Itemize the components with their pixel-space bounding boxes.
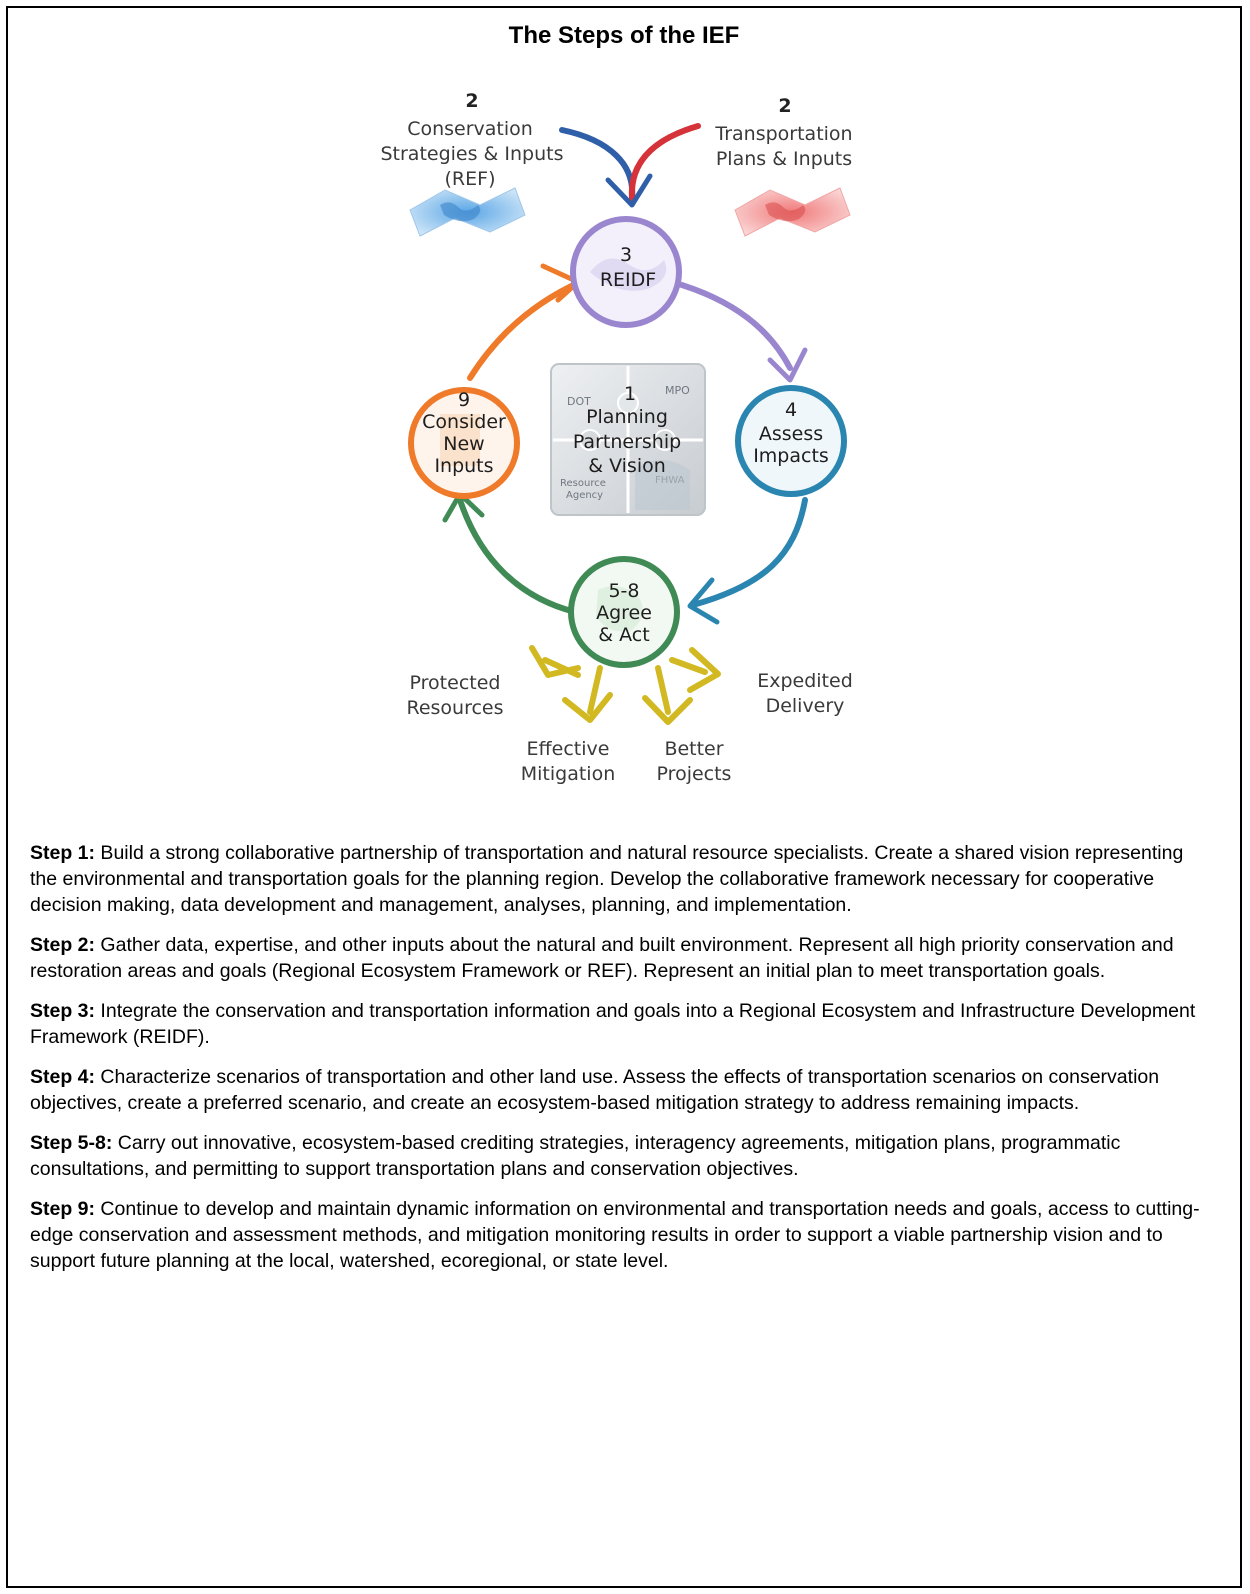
agree-label-line1: Agree [596, 602, 652, 624]
expedited-arrow [669, 657, 708, 675]
protected-arrowhead [529, 645, 581, 678]
center-mpo-label: MPO [665, 384, 690, 397]
transportation-map-icon [734, 187, 851, 237]
effective-arrowhead [562, 692, 613, 723]
step-paragraph: Step 4: Characterize scenarios of transp… [30, 1064, 1210, 1116]
step-text: Integrate the conservation and transport… [30, 1000, 1196, 1048]
step-label: Step 2: [30, 934, 96, 956]
consider-label-line1: Consider [422, 411, 506, 433]
figure-title: The Steps of the IEF [508, 22, 740, 49]
protected-label-line2: Resources [406, 697, 503, 719]
better-label-line1: Better [664, 738, 723, 760]
effective-label-line2: Mitigation [521, 763, 616, 785]
conservation-map-icon [409, 187, 526, 237]
step-text: Continue to develop and maintain dynamic… [30, 1198, 1200, 1272]
step-label: Step 4: [30, 1066, 96, 1088]
better-arrowhead [642, 695, 693, 725]
node-consider-inputs [408, 387, 520, 499]
step-text: Carry out innovative, ecosystem-based cr… [30, 1132, 1121, 1180]
conservation-label-line3: (REF) [445, 168, 496, 190]
step-label: Step 9: [30, 1198, 96, 1220]
center-resource-label: Resource [560, 478, 606, 489]
input-arrowhead [605, 173, 653, 208]
step-text: Build a strong collaborative partnership… [30, 842, 1184, 916]
transportation-input-arrow [628, 123, 701, 201]
planning-partnership-puzzle [550, 363, 706, 516]
step-label: Step 1: [30, 842, 96, 864]
consider-to-reidf-arrow [467, 279, 583, 381]
effective-arrow [587, 665, 603, 715]
conservation-number: 2 [465, 90, 478, 112]
expedited-arrowhead [687, 647, 721, 693]
assess-label-line1: Assess [759, 423, 823, 445]
protected-label-line1: Protected [410, 672, 501, 694]
step-text: Gather data, expertise, and other inputs… [30, 934, 1174, 982]
reidf-number: 3 [620, 244, 632, 266]
step-paragraph: Step 2: Gather data, expertise, and othe… [30, 932, 1210, 984]
transportation-label-line1: Transportation [714, 123, 852, 145]
step-paragraph: Step 5-8: Carry out innovative, ecosyste… [30, 1130, 1210, 1182]
center-number: 1 [624, 383, 636, 405]
reidf-to-assess-arrow [669, 279, 793, 371]
consider-label-line2: New [443, 433, 484, 455]
expedited-label-line2: Delivery [766, 695, 845, 717]
steps-description: Step 1: Build a strong collaborative par… [30, 840, 1210, 1288]
step-paragraph: Step 9: Continue to develop and maintain… [30, 1196, 1210, 1274]
conservation-label-line1: Conservation [407, 118, 533, 140]
better-arrow [655, 665, 671, 715]
step-paragraph: Step 3: Integrate the conservation and t… [30, 998, 1210, 1050]
center-label-line2: Partnership [573, 431, 681, 453]
effective-label-line1: Effective [527, 738, 610, 760]
step-paragraph: Step 1: Build a strong collaborative par… [30, 840, 1210, 918]
center-agency-label: Agency [566, 490, 603, 501]
assess-number: 4 [785, 399, 797, 421]
transportation-label-line2: Plans & Inputs [716, 148, 852, 170]
better-label-line2: Projects [657, 763, 732, 785]
reidf-arrowhead [767, 347, 808, 383]
agree-label-line2: & Act [598, 624, 649, 646]
agree-to-consider-arrow [457, 497, 578, 615]
ief-cycle-diagram: 2 Conservation Strategies & Inputs (REF)… [380, 90, 853, 785]
node-reidf [570, 216, 682, 328]
step-label: Step 5-8: [30, 1132, 113, 1154]
assess-arrowhead [687, 577, 720, 625]
assess-to-agree-arrow [690, 497, 808, 608]
assess-label-line2: Impacts [753, 445, 829, 467]
consider-label-line3: Inputs [434, 455, 493, 477]
node-agree-act [568, 556, 680, 668]
center-fhwa-label: FHWA [655, 475, 685, 486]
step-label: Step 3: [30, 1000, 96, 1022]
protected-arrow [542, 657, 581, 678]
center-label-line1: Planning [586, 406, 668, 428]
conservation-input-arrow [559, 127, 636, 201]
consider-number: 9 [458, 389, 470, 411]
transportation-number: 2 [778, 95, 791, 117]
conservation-label-line2: Strategies & Inputs [380, 143, 563, 165]
expedited-label-line1: Expedited [757, 670, 853, 692]
reidf-label: REIDF [600, 269, 656, 291]
agree-number: 5-8 [608, 580, 639, 602]
center-label-line3: & Vision [588, 455, 666, 477]
step-text: Characterize scenarios of transportation… [30, 1066, 1160, 1114]
center-dot-label: DOT [567, 395, 591, 408]
node-assess-impacts [735, 385, 847, 497]
